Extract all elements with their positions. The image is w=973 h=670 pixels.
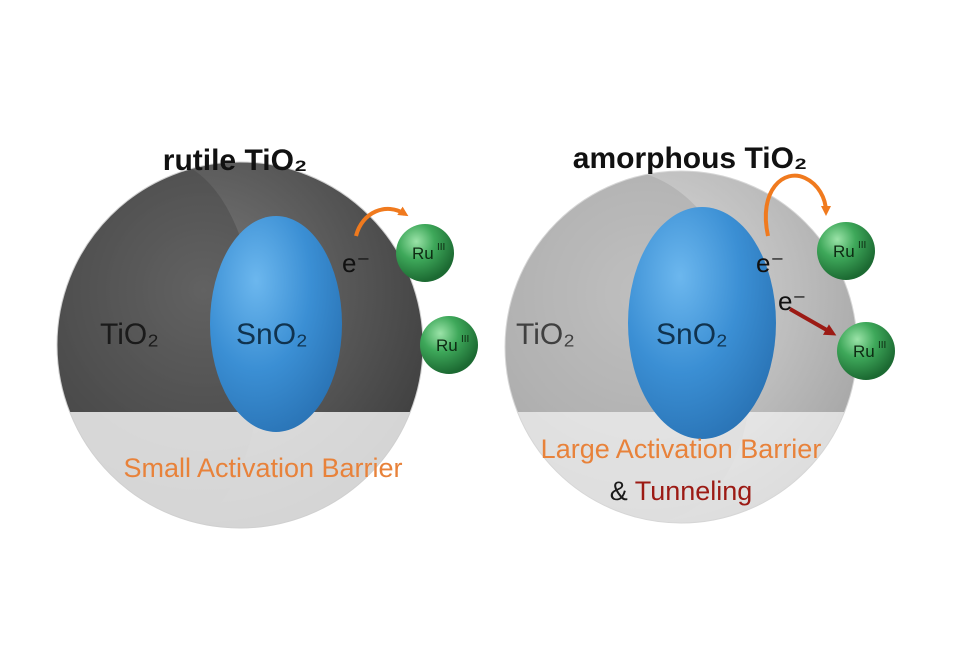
ru-oxidation: III <box>437 242 445 253</box>
ru-label: Ru <box>412 244 434 263</box>
caption-left: Small Activation Barrier <box>123 453 402 483</box>
ru-sphere-right-bottom: Ru III <box>837 322 895 380</box>
tio2-label-left: TiO₂ <box>100 318 159 351</box>
electron-label-right-top: e⁻ <box>756 248 784 278</box>
rutile-sphere <box>57 162 423 528</box>
ru-sphere-left-bottom: Ru III <box>420 316 478 374</box>
electron-label-right-bottom: e⁻ <box>778 286 806 316</box>
ru-oxidation: III <box>461 334 469 345</box>
sno2-core-left <box>210 216 342 432</box>
title-rutile: rutile TiO₂ <box>163 144 307 177</box>
caption-right-prefix: & <box>610 476 635 506</box>
ru-label: Ru <box>853 342 875 361</box>
sno2-label-right: SnO₂ <box>656 318 728 351</box>
electron-transfer-arrow-left <box>354 206 409 237</box>
ru-label: Ru <box>436 336 458 355</box>
electron-label-left: e⁻ <box>342 248 370 278</box>
left-panel <box>56 161 424 529</box>
tio2-label-right: TiO₂ <box>516 318 575 351</box>
ru-oxidation: III <box>858 240 866 251</box>
tunneling-arrow <box>789 307 837 336</box>
caption-right-tunneling: Tunneling <box>635 476 753 506</box>
electron-transfer-arrow-right-top <box>763 173 831 237</box>
sno2-core-right <box>628 207 776 439</box>
sno2-label-left: SnO₂ <box>236 318 308 351</box>
ru-oxidation: III <box>878 340 886 351</box>
caption-right-line2: & Tunneling <box>610 476 753 506</box>
title-amorphous: amorphous TiO₂ <box>573 142 807 175</box>
ru-sphere-left-top: Ru III <box>396 224 454 282</box>
ru-sphere-right-top: Ru III <box>817 222 875 280</box>
ru-label: Ru <box>833 242 855 261</box>
caption-right-line1: Large Activation Barrier <box>541 434 822 464</box>
